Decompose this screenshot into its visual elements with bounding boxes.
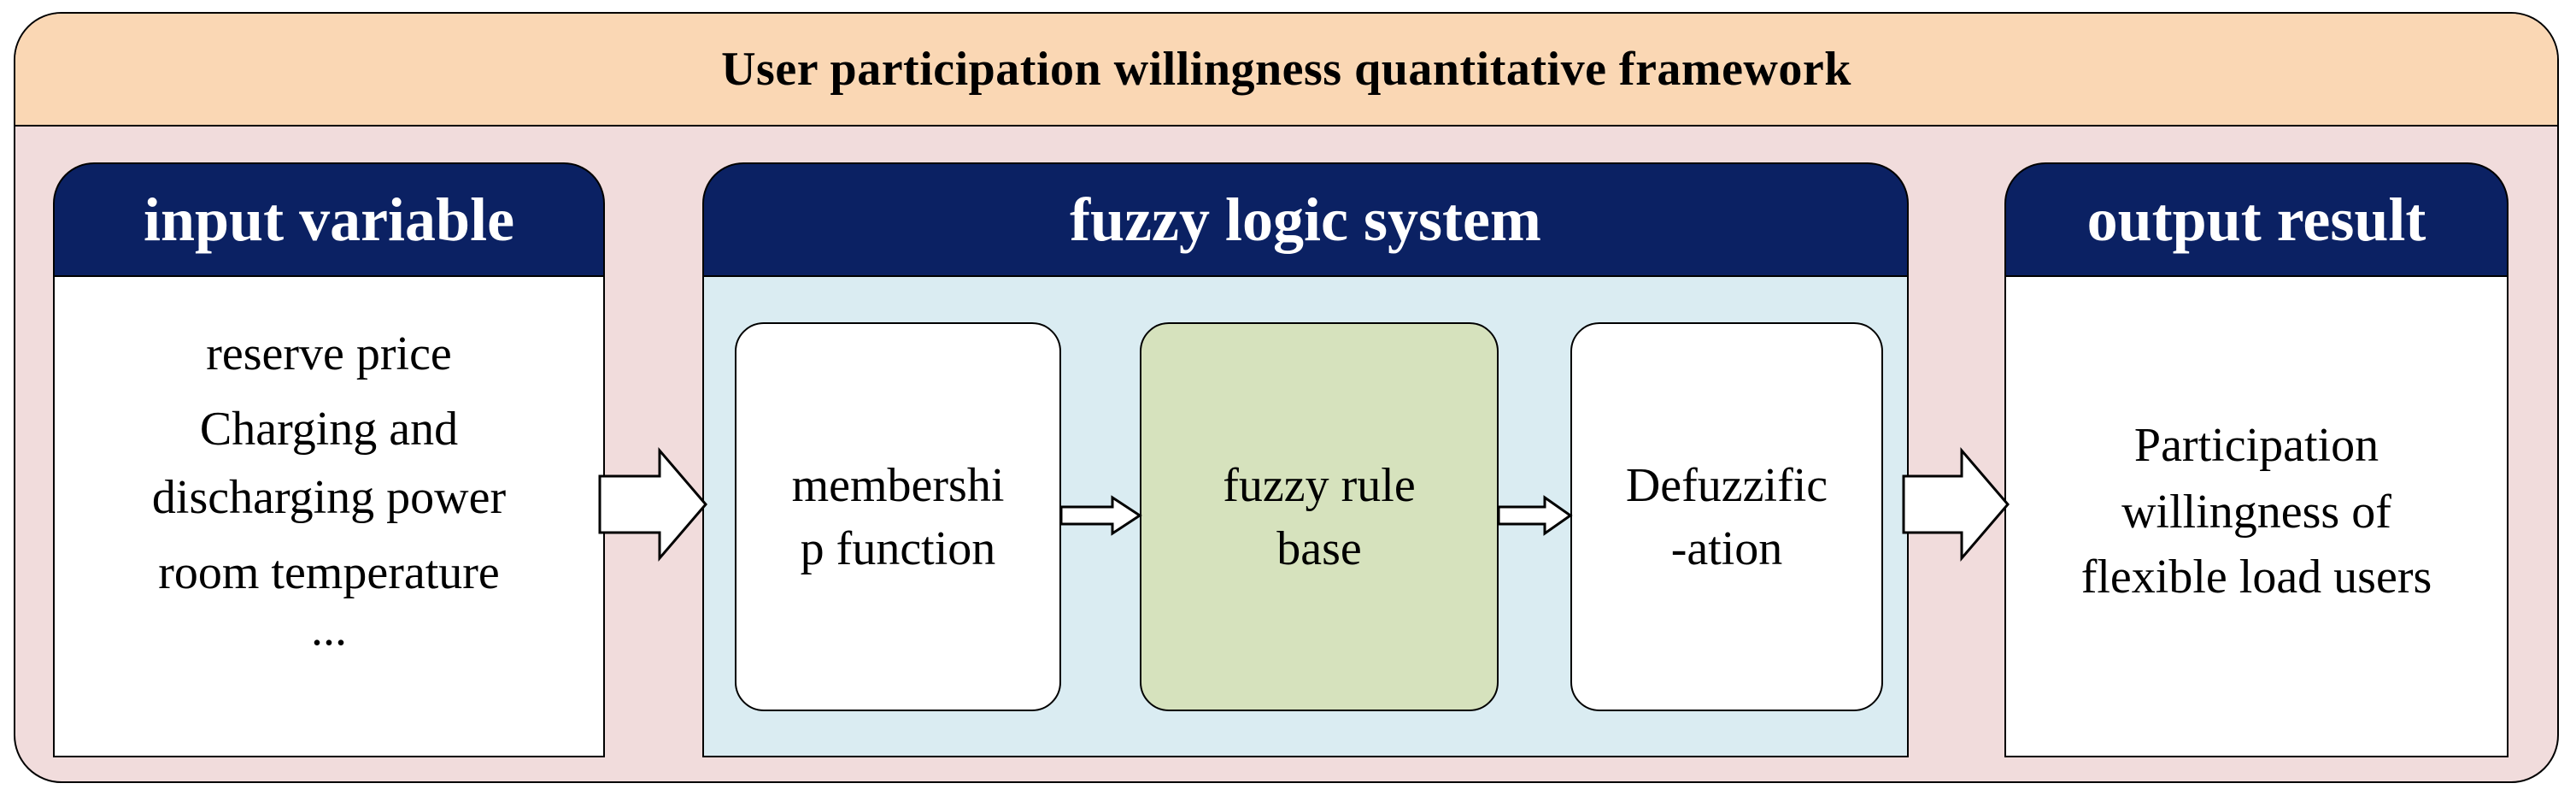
input-panel-title: input variable [143, 185, 515, 254]
membership-function-box: membershi p function [735, 322, 1061, 711]
input-item-ellipsis: ... [311, 603, 347, 656]
input-item-charging-line2: discharging power [151, 471, 507, 524]
output-panel-body: Participation willingness of flexible lo… [2004, 275, 2509, 757]
output-panel-header: output result [2004, 162, 2509, 277]
input-panel-body: reserve price Charging and discharging p… [53, 275, 605, 757]
input-panel-header: input variable [53, 162, 605, 277]
membership-to-rule-arrow-icon [1059, 495, 1142, 536]
diagram-title: User participation willingness quantitat… [721, 43, 1851, 96]
fuzzy-logic-panel-header: fuzzy logic system [702, 162, 1909, 277]
input-item-charging-line1: Charging and [199, 403, 459, 456]
fuzzy-logic-panel-title: fuzzy logic system [1070, 185, 1541, 254]
output-result-line2: willingness of [2121, 486, 2391, 539]
output-panel-title: output result [2086, 185, 2426, 254]
rule-base-line1: fuzzy rule [1223, 458, 1416, 512]
defuzz-line2: -ation [1670, 521, 1783, 575]
input-to-fuzzy-arrow-icon [598, 446, 707, 562]
defuzzification-box: Defuzzific -ation [1570, 322, 1883, 711]
fuzzy-to-output-arrow-icon [1902, 446, 2010, 562]
rule-base-line2: base [1276, 521, 1362, 575]
input-item-reserve-price: reserve price [206, 327, 452, 380]
membership-line2: p function [800, 521, 996, 575]
rule-to-defuzz-arrow-icon [1497, 495, 1573, 536]
input-item-room-temperature: room temperature [158, 546, 500, 599]
input-panel: input variable reserve price Charging an… [53, 162, 605, 757]
title-band: User participation willingness quantitat… [15, 14, 2557, 127]
output-result-line1: Participation [2133, 419, 2379, 472]
output-result-line3: flexible load users [2080, 551, 2432, 604]
defuzz-line1: Defuzzific [1625, 458, 1828, 512]
output-panel: output result Participation willingness … [2004, 162, 2509, 757]
fuzzy-rule-base-box: fuzzy rule base [1140, 322, 1499, 711]
membership-line1: membershi [791, 458, 1005, 512]
